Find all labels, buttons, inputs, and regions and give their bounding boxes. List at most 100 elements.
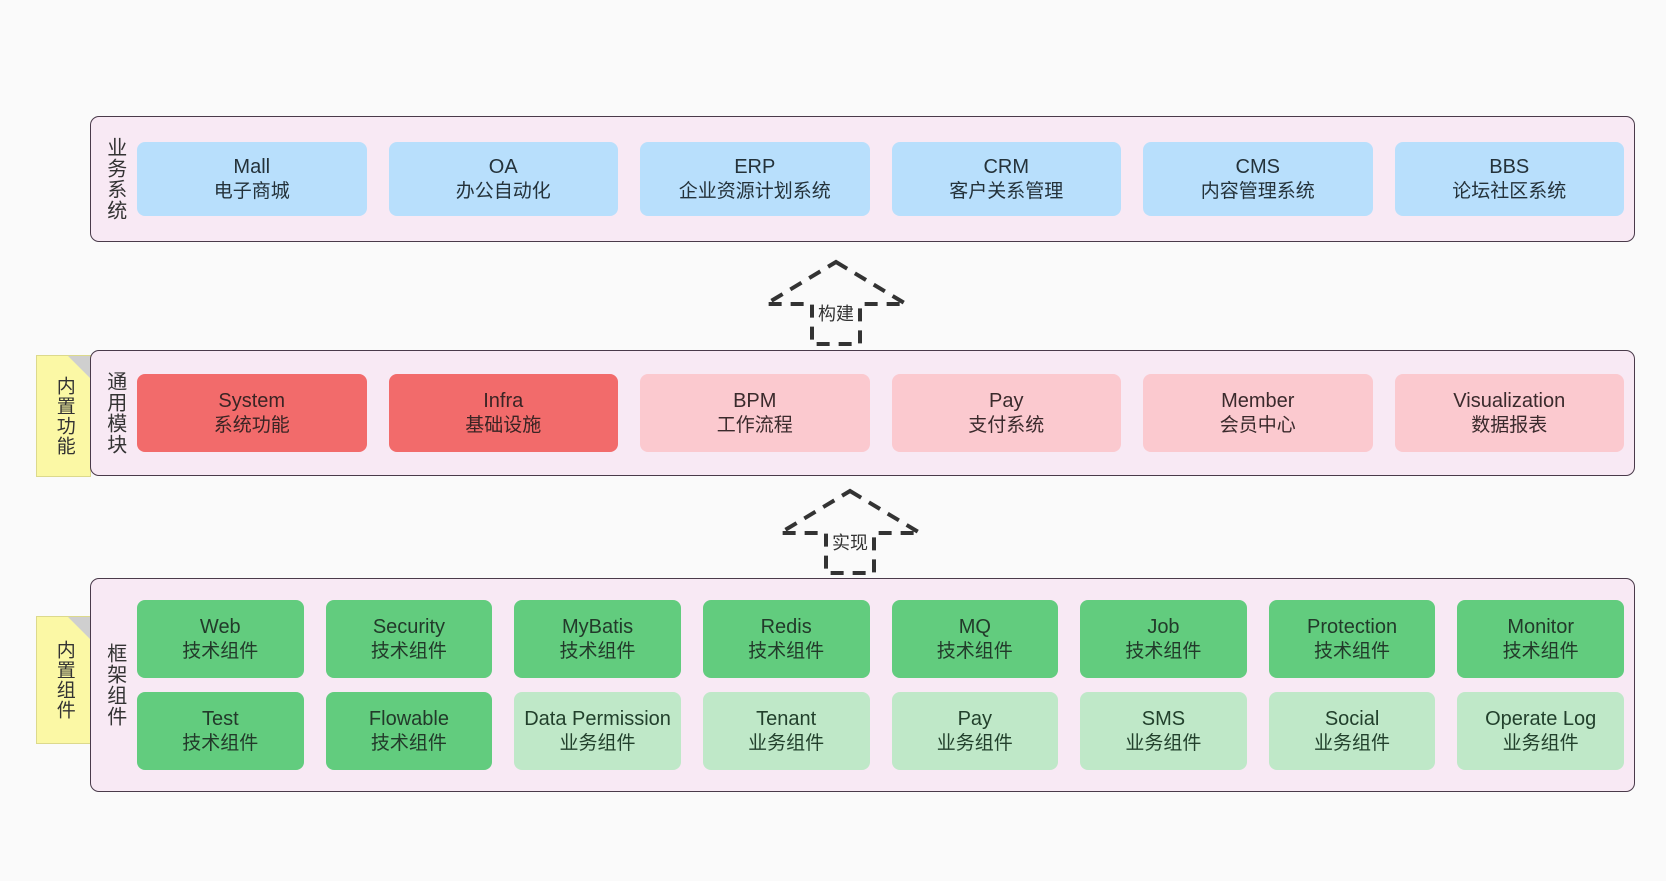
note-builtin-function: 内置功能 bbox=[36, 355, 91, 477]
note-fold-corner-icon bbox=[68, 356, 90, 378]
card-system[interactable]: System 系统功能 bbox=[137, 374, 367, 452]
arrow-outline-realize bbox=[772, 488, 928, 575]
card-visualization-cn: 数据报表 bbox=[1471, 414, 1548, 436]
card-flowable-cn: 技术组件 bbox=[370, 732, 447, 754]
card-redis[interactable]: Redis 技术组件 bbox=[702, 600, 870, 678]
card-member-cn: 会员中心 bbox=[1219, 414, 1296, 436]
row-common-module: System 系统功能 Infra 基础设施 BPM 工作流程 Pay 支付系统… bbox=[137, 374, 1624, 452]
card-pay-module[interactable]: Pay 支付系统 bbox=[891, 374, 1121, 452]
card-visualization[interactable]: Visualization 数据报表 bbox=[1394, 374, 1624, 452]
arrow-label-realize: 实现 bbox=[829, 529, 871, 555]
card-crm-cn: 客户关系管理 bbox=[949, 180, 1064, 202]
card-system-en: System bbox=[218, 390, 286, 413]
card-system-cn: 系统功能 bbox=[213, 414, 290, 436]
card-web-cn: 技术组件 bbox=[182, 640, 259, 662]
card-oa-cn: 办公自动化 bbox=[455, 180, 551, 202]
card-mq[interactable]: MQ 技术组件 bbox=[891, 600, 1059, 678]
card-mybatis-cn: 技术组件 bbox=[559, 640, 636, 662]
card-oa-en: OA bbox=[488, 156, 518, 179]
card-pay-component-cn: 业务组件 bbox=[936, 732, 1013, 754]
card-member-en: Member bbox=[1221, 390, 1295, 413]
layer-body-business-system: Mall 电子商城 OA 办公自动化 ERP 企业资源计划系统 CRM 客户关系… bbox=[137, 127, 1624, 231]
card-social-en: Social bbox=[1324, 708, 1380, 731]
card-redis-cn: 技术组件 bbox=[748, 640, 825, 662]
card-protection[interactable]: Protection 技术组件 bbox=[1268, 600, 1436, 678]
arrow-label-build: 构建 bbox=[815, 300, 857, 326]
card-pay-component[interactable]: Pay 业务组件 bbox=[891, 692, 1059, 770]
card-test-en: Test bbox=[201, 708, 239, 731]
card-cms-en: CMS bbox=[1235, 156, 1280, 179]
card-monitor-cn: 技术组件 bbox=[1502, 640, 1579, 662]
card-social-cn: 业务组件 bbox=[1314, 732, 1391, 754]
card-protection-cn: 技术组件 bbox=[1314, 640, 1391, 662]
card-crm[interactable]: CRM 客户关系管理 bbox=[891, 142, 1121, 216]
card-bbs-en: BBS bbox=[1489, 156, 1530, 179]
arrow-outline-build bbox=[758, 259, 914, 346]
card-web[interactable]: Web 技术组件 bbox=[137, 600, 304, 678]
card-mall-en: Mall bbox=[233, 156, 271, 179]
layer-title-framework-component: 框架组件 bbox=[103, 643, 126, 727]
card-security-cn: 技术组件 bbox=[370, 640, 447, 662]
card-mybatis[interactable]: MyBatis 技术组件 bbox=[514, 600, 681, 678]
card-erp[interactable]: ERP 企业资源计划系统 bbox=[640, 142, 870, 216]
card-tenant-en: Tenant bbox=[756, 708, 817, 731]
card-pay-component-en: Pay bbox=[957, 708, 993, 731]
card-member[interactable]: Member 会员中心 bbox=[1143, 374, 1373, 452]
card-job[interactable]: Job 技术组件 bbox=[1080, 600, 1247, 678]
card-mq-en: MQ bbox=[958, 616, 991, 639]
card-web-en: Web bbox=[199, 616, 241, 639]
card-cms[interactable]: CMS 内容管理系统 bbox=[1143, 142, 1373, 216]
card-bbs-cn: 论坛社区系统 bbox=[1452, 180, 1567, 202]
card-bpm-cn: 工作流程 bbox=[716, 414, 793, 436]
card-tenant[interactable]: Tenant 业务组件 bbox=[702, 692, 870, 770]
card-infra-cn: 基础设施 bbox=[465, 414, 542, 436]
card-operate-log-en: Operate Log bbox=[1485, 708, 1597, 731]
note-builtin-component: 内置组件 bbox=[36, 616, 91, 744]
card-mall[interactable]: Mall 电子商城 bbox=[137, 142, 367, 216]
card-operate-log[interactable]: Operate Log 业务组件 bbox=[1457, 692, 1624, 770]
card-cms-cn: 内容管理系统 bbox=[1200, 180, 1315, 202]
card-data-permission[interactable]: Data Permission 业务组件 bbox=[514, 692, 681, 770]
card-mq-cn: 技术组件 bbox=[936, 640, 1013, 662]
card-mall-cn: 电子商城 bbox=[213, 180, 290, 202]
card-oa[interactable]: OA 办公自动化 bbox=[388, 142, 618, 216]
note-builtin-component-label: 内置组件 bbox=[53, 640, 75, 720]
card-bbs[interactable]: BBS 论坛社区系统 bbox=[1394, 142, 1624, 216]
card-crm-en: CRM bbox=[983, 156, 1030, 179]
card-mybatis-en: MyBatis bbox=[562, 616, 634, 639]
card-monitor[interactable]: Monitor 技术组件 bbox=[1457, 600, 1624, 678]
card-infra[interactable]: Infra 基础设施 bbox=[388, 374, 618, 452]
card-protection-en: Protection bbox=[1307, 616, 1398, 639]
card-test[interactable]: Test 技术组件 bbox=[137, 692, 304, 770]
card-social[interactable]: Social 业务组件 bbox=[1268, 692, 1436, 770]
card-data-permission-cn: 业务组件 bbox=[559, 732, 636, 754]
card-sms-en: SMS bbox=[1141, 708, 1186, 731]
card-infra-en: Infra bbox=[483, 390, 524, 413]
card-bpm[interactable]: BPM 工作流程 bbox=[640, 374, 870, 452]
card-security[interactable]: Security 技术组件 bbox=[325, 600, 493, 678]
card-operate-log-cn: 业务组件 bbox=[1502, 732, 1579, 754]
card-sms[interactable]: SMS 业务组件 bbox=[1080, 692, 1247, 770]
layer-title-business-system: 业务系统 bbox=[103, 137, 126, 221]
card-data-permission-en: Data Permission bbox=[524, 708, 671, 731]
layer-title-common-module: 通用模块 bbox=[103, 371, 126, 455]
card-tenant-cn: 业务组件 bbox=[748, 732, 825, 754]
card-sms-cn: 业务组件 bbox=[1125, 732, 1202, 754]
card-redis-en: Redis bbox=[760, 616, 812, 639]
generalization-arrow-build: 构建 bbox=[756, 258, 916, 346]
layer-body-common-module: System 系统功能 Infra 基础设施 BPM 工作流程 Pay 支付系统… bbox=[137, 361, 1624, 465]
row-framework-tech: Web 技术组件 Security 技术组件 MyBatis 技术组件 Redi… bbox=[137, 600, 1624, 678]
card-test-cn: 技术组件 bbox=[182, 732, 259, 754]
card-visualization-en: Visualization bbox=[1453, 390, 1566, 413]
layer-body-framework-component: Web 技术组件 Security 技术组件 MyBatis 技术组件 Redi… bbox=[137, 589, 1624, 781]
card-flowable-en: Flowable bbox=[368, 708, 449, 731]
row-framework-business: Test 技术组件 Flowable 技术组件 Data Permission … bbox=[137, 692, 1624, 770]
layer-framework-component: 框架组件 Web 技术组件 Security 技术组件 MyBatis 技术组件… bbox=[90, 578, 1635, 792]
note-builtin-function-label: 内置功能 bbox=[53, 376, 75, 456]
card-security-en: Security bbox=[372, 616, 446, 639]
card-flowable[interactable]: Flowable 技术组件 bbox=[325, 692, 493, 770]
card-erp-cn: 企业资源计划系统 bbox=[678, 180, 831, 202]
card-pay-module-cn: 支付系统 bbox=[968, 414, 1045, 436]
generalization-arrow-realize: 实现 bbox=[770, 487, 930, 575]
card-job-cn: 技术组件 bbox=[1125, 640, 1202, 662]
